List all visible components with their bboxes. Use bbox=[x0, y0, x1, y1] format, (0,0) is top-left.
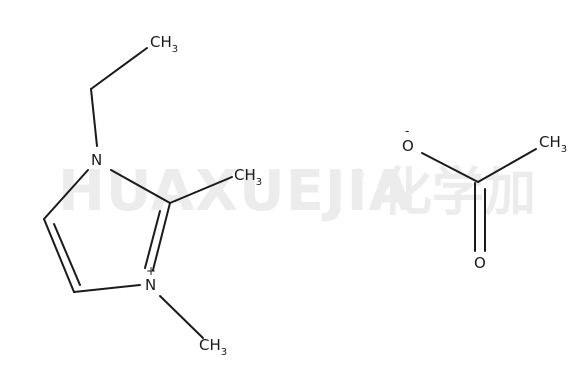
ethyl-ch3-main: CH bbox=[150, 33, 172, 51]
c2-methyl-subscript: 3 bbox=[256, 177, 262, 188]
bond-n1-c5 bbox=[43, 169, 89, 220]
ethyl-ch3-label: CH3 bbox=[150, 33, 178, 55]
watermark: HUAXUEJIA ® 化学加 bbox=[58, 159, 536, 224]
atom-n1: N bbox=[91, 151, 102, 169]
bond-c2-n3 bbox=[152, 202, 171, 271]
bond-ethyl-ch3-ch2 bbox=[90, 47, 148, 90]
cation-atoms: N N + CH3 CH3 CH3 bbox=[91, 33, 262, 358]
bond-carbonyl-c-methyl bbox=[477, 148, 537, 183]
bond-c4-n3 bbox=[73, 284, 141, 293]
bond-n1-c2 bbox=[110, 169, 171, 204]
bond-n3-methyl bbox=[159, 295, 204, 339]
atom-carbonyl-o: O bbox=[474, 254, 486, 272]
o-negative-charge: - bbox=[405, 124, 409, 138]
n3-methyl-main: CH bbox=[199, 336, 221, 354]
watermark-chinese: 化学加 bbox=[380, 163, 536, 223]
anion-bonds bbox=[421, 148, 537, 252]
n3-positive-charge: + bbox=[146, 264, 156, 278]
anion-atoms: - O O CH3 bbox=[402, 124, 567, 272]
c2-methyl-label: CH3 bbox=[234, 166, 262, 188]
acetate-methyl-subscript: 3 bbox=[561, 144, 567, 155]
acetate-methyl-label: CH3 bbox=[539, 133, 567, 155]
cation-bonds bbox=[43, 47, 233, 339]
atom-o-minus: O bbox=[402, 137, 414, 155]
bond-c2-n3-double bbox=[144, 210, 161, 269]
bond-c5-c4 bbox=[43, 218, 75, 293]
bond-ominus-carbonyl-c bbox=[421, 152, 479, 183]
c2-methyl-main: CH bbox=[234, 166, 256, 184]
watermark-latin: HUAXUEJIA bbox=[58, 159, 413, 224]
bond-c5-c4-double bbox=[53, 223, 81, 286]
ethyl-ch3-subscript: 3 bbox=[172, 44, 178, 55]
bond-c2-methyl bbox=[169, 176, 233, 204]
n3-methyl-label: CH3 bbox=[199, 336, 227, 358]
bond-ch2-n1 bbox=[90, 88, 98, 147]
n3-methyl-subscript: 3 bbox=[221, 347, 227, 358]
acetate-methyl-main: CH bbox=[539, 133, 561, 151]
atom-n3: N bbox=[145, 276, 156, 294]
watermark-registered-mark: ® bbox=[350, 165, 366, 184]
